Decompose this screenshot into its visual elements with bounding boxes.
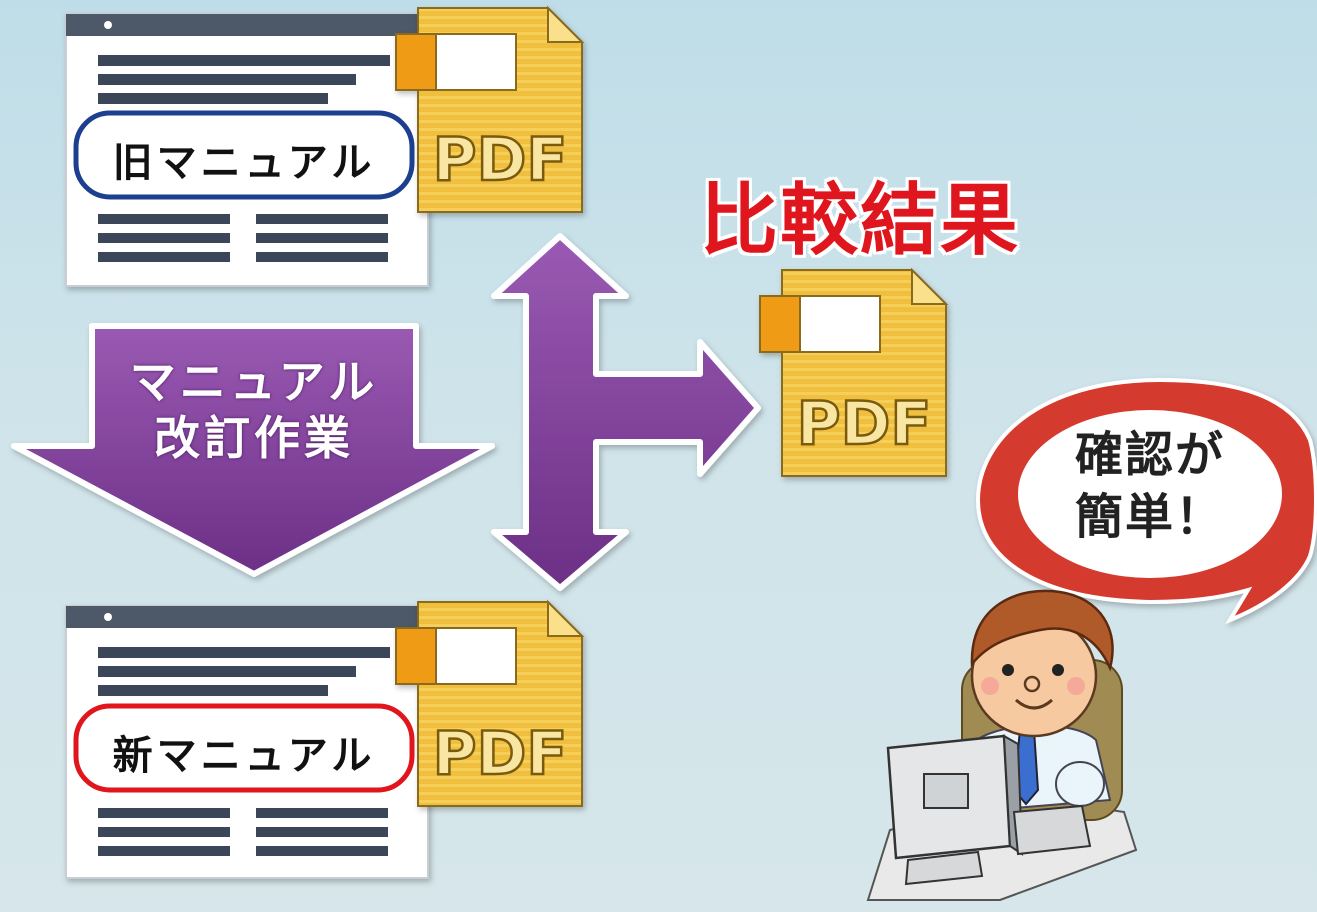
double-arrow-icon: [491, 233, 761, 591]
speech-bubble-line1: 確認が: [1074, 427, 1225, 483]
revision-arrow-line2: 改訂作業: [154, 411, 354, 465]
person-at-computer-illustration: [866, 589, 1138, 901]
old-manual-label: 旧マニュアル: [112, 140, 376, 186]
old-manual-document: [65, 13, 429, 287]
result-title: 比較結果: [699, 176, 1020, 266]
result-pdf-file-icon: PDF: [759, 267, 949, 477]
speech-bubble: [975, 377, 1317, 625]
pdf-text: PDF: [433, 125, 568, 195]
new-pdf-file-icon: PDF: [395, 599, 585, 807]
new-manual-document: [65, 605, 429, 879]
revision-arrow-text: マニュアル 改訂作業: [96, 354, 412, 466]
revision-arrow-line1: マニュアル: [129, 355, 379, 409]
speech-bubble-text: 確認が 簡単！: [1020, 424, 1280, 548]
revision-arrow: [11, 323, 495, 577]
pdf-text: PDF: [797, 389, 932, 459]
new-manual-label: 新マニュアル: [112, 733, 376, 779]
speech-bubble-line2: 簡単！: [1074, 489, 1225, 545]
pdf-text: PDF: [433, 719, 568, 789]
old-pdf-file-icon: PDF: [395, 5, 585, 213]
